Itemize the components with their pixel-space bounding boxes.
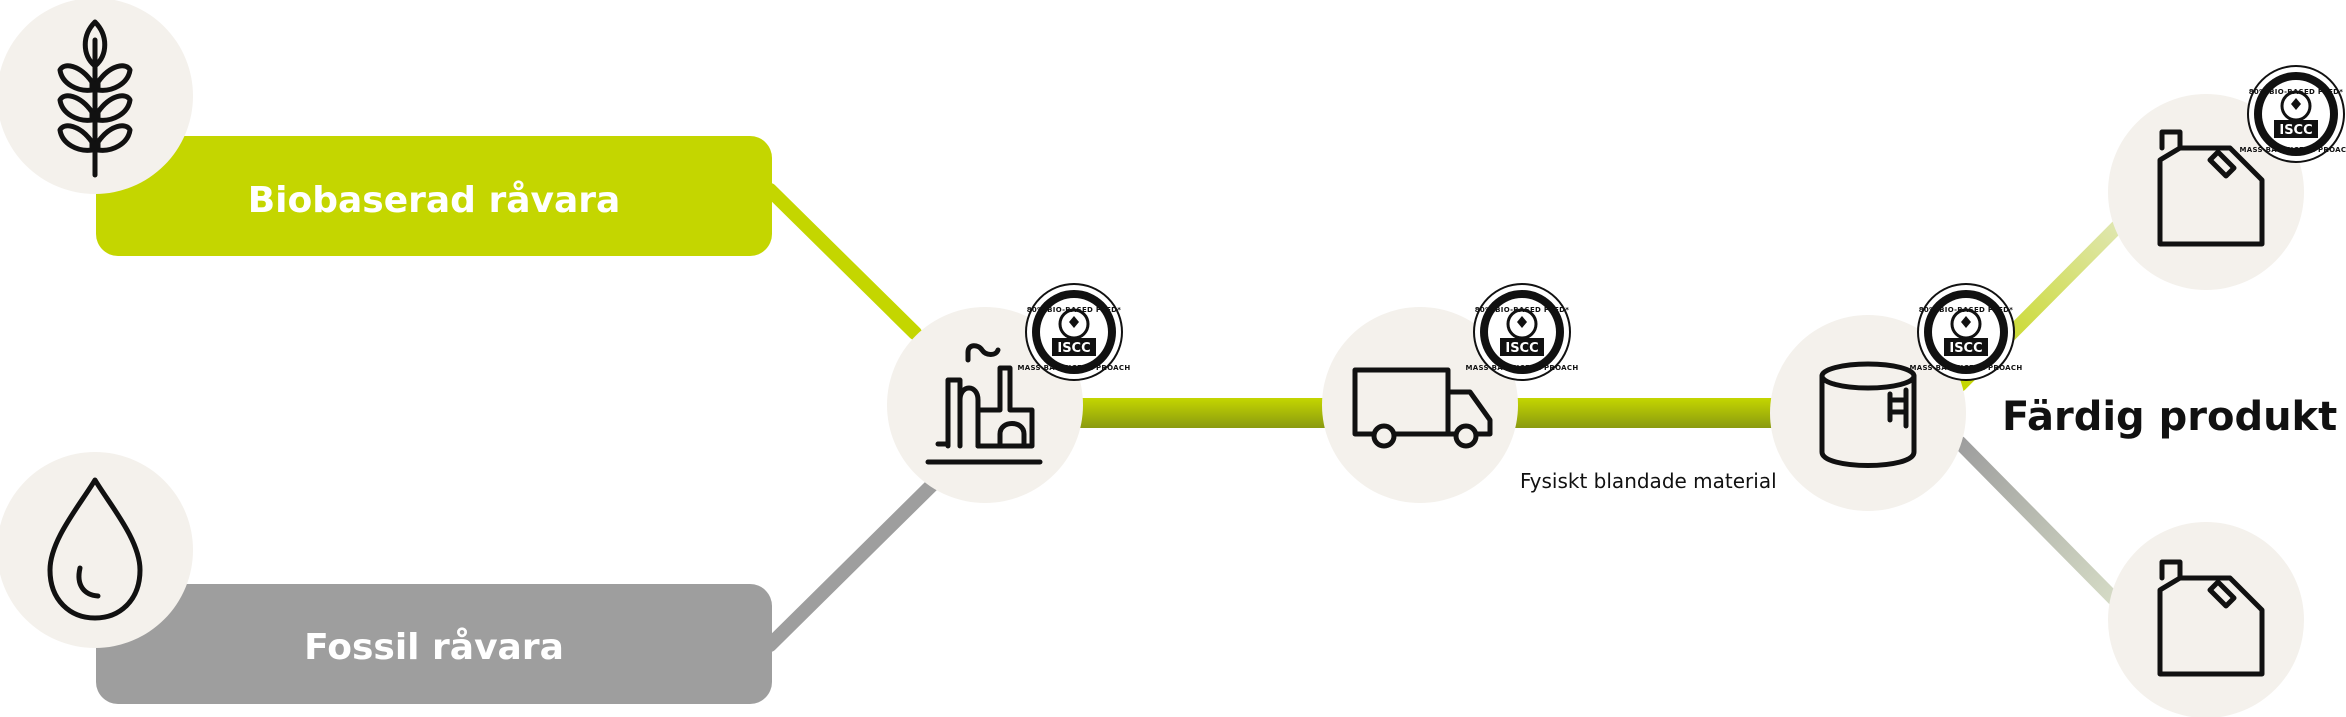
- jerrycan-icon: [2157, 129, 2265, 247]
- svg-text:ISCC: ISCC: [1949, 341, 1982, 356]
- svg-text:MASS BALANCE APPROACH: MASS BALANCE APPROACH: [1466, 364, 1579, 372]
- storage-tank-icon: [1819, 361, 1917, 468]
- svg-text:80% BIO-BASED FEED*: 80% BIO-BASED FEED*: [1475, 306, 1569, 314]
- jerrycan-icon: [2157, 559, 2265, 677]
- tank-circle: [1770, 315, 1966, 511]
- truck-circle: [1322, 307, 1518, 503]
- canister-circle-top: [2108, 94, 2304, 290]
- main-flow-bar-2: [1510, 398, 1780, 428]
- svg-text:80% BIO-BASED FEED*: 80% BIO-BASED FEED*: [2249, 88, 2343, 96]
- iscc-seal: 80% BIO-BASED FEED* ISCC MASS BALANCE AP…: [1018, 282, 1131, 382]
- svg-text:80% BIO-BASED FEED*: 80% BIO-BASED FEED*: [1027, 306, 1121, 314]
- factory-icon: [925, 343, 1043, 465]
- truck-icon: [1352, 367, 1493, 449]
- wheat-icon: [57, 19, 133, 178]
- drop-circle: [0, 452, 193, 648]
- canister-circle-bottom: [2108, 522, 2304, 717]
- fossil-connector-line: [763, 475, 942, 652]
- bio-connector-line: [763, 183, 922, 340]
- iscc-seal: 80% BIO-BASED FEED* ISCC MASS BALANCE AP…: [2240, 64, 2346, 164]
- iscc-seal: 80% BIO-BASED FEED* ISCC MASS BALANCE AP…: [1466, 282, 1579, 382]
- physical-mix-label: Fysiskt blandade material: [1520, 469, 1777, 493]
- svg-text:80% BIO-BASED FEED*: 80% BIO-BASED FEED*: [1919, 306, 2013, 314]
- finished-product-label: Färdig produkt: [2002, 394, 2337, 440]
- lower-product-line: [1953, 436, 2125, 610]
- main-flow-bar-1: [1080, 398, 1330, 428]
- svg-text:ISCC: ISCC: [1057, 341, 1090, 356]
- svg-text:MASS BALANCE APPROACH: MASS BALANCE APPROACH: [1910, 364, 2023, 372]
- fossil-feedstock-label: Fossil råvara: [304, 627, 564, 668]
- svg-text:ISCC: ISCC: [2279, 123, 2312, 138]
- svg-text:ISCC: ISCC: [1505, 341, 1538, 356]
- bio-feedstock-label: Biobaserad råvara: [248, 180, 621, 221]
- bio-feedstock-box: [96, 136, 772, 256]
- fossil-feedstock-box: [96, 584, 772, 704]
- oil-drop-icon: [47, 477, 143, 621]
- svg-text:MASS BALANCE APPROACH: MASS BALANCE APPROACH: [1018, 364, 1131, 372]
- svg-text:MASS BALANCE APPROACH: MASS BALANCE APPROACH: [2240, 146, 2346, 154]
- iscc-seal: 80% BIO-BASED FEED* ISCC MASS BALANCE AP…: [1910, 282, 2023, 382]
